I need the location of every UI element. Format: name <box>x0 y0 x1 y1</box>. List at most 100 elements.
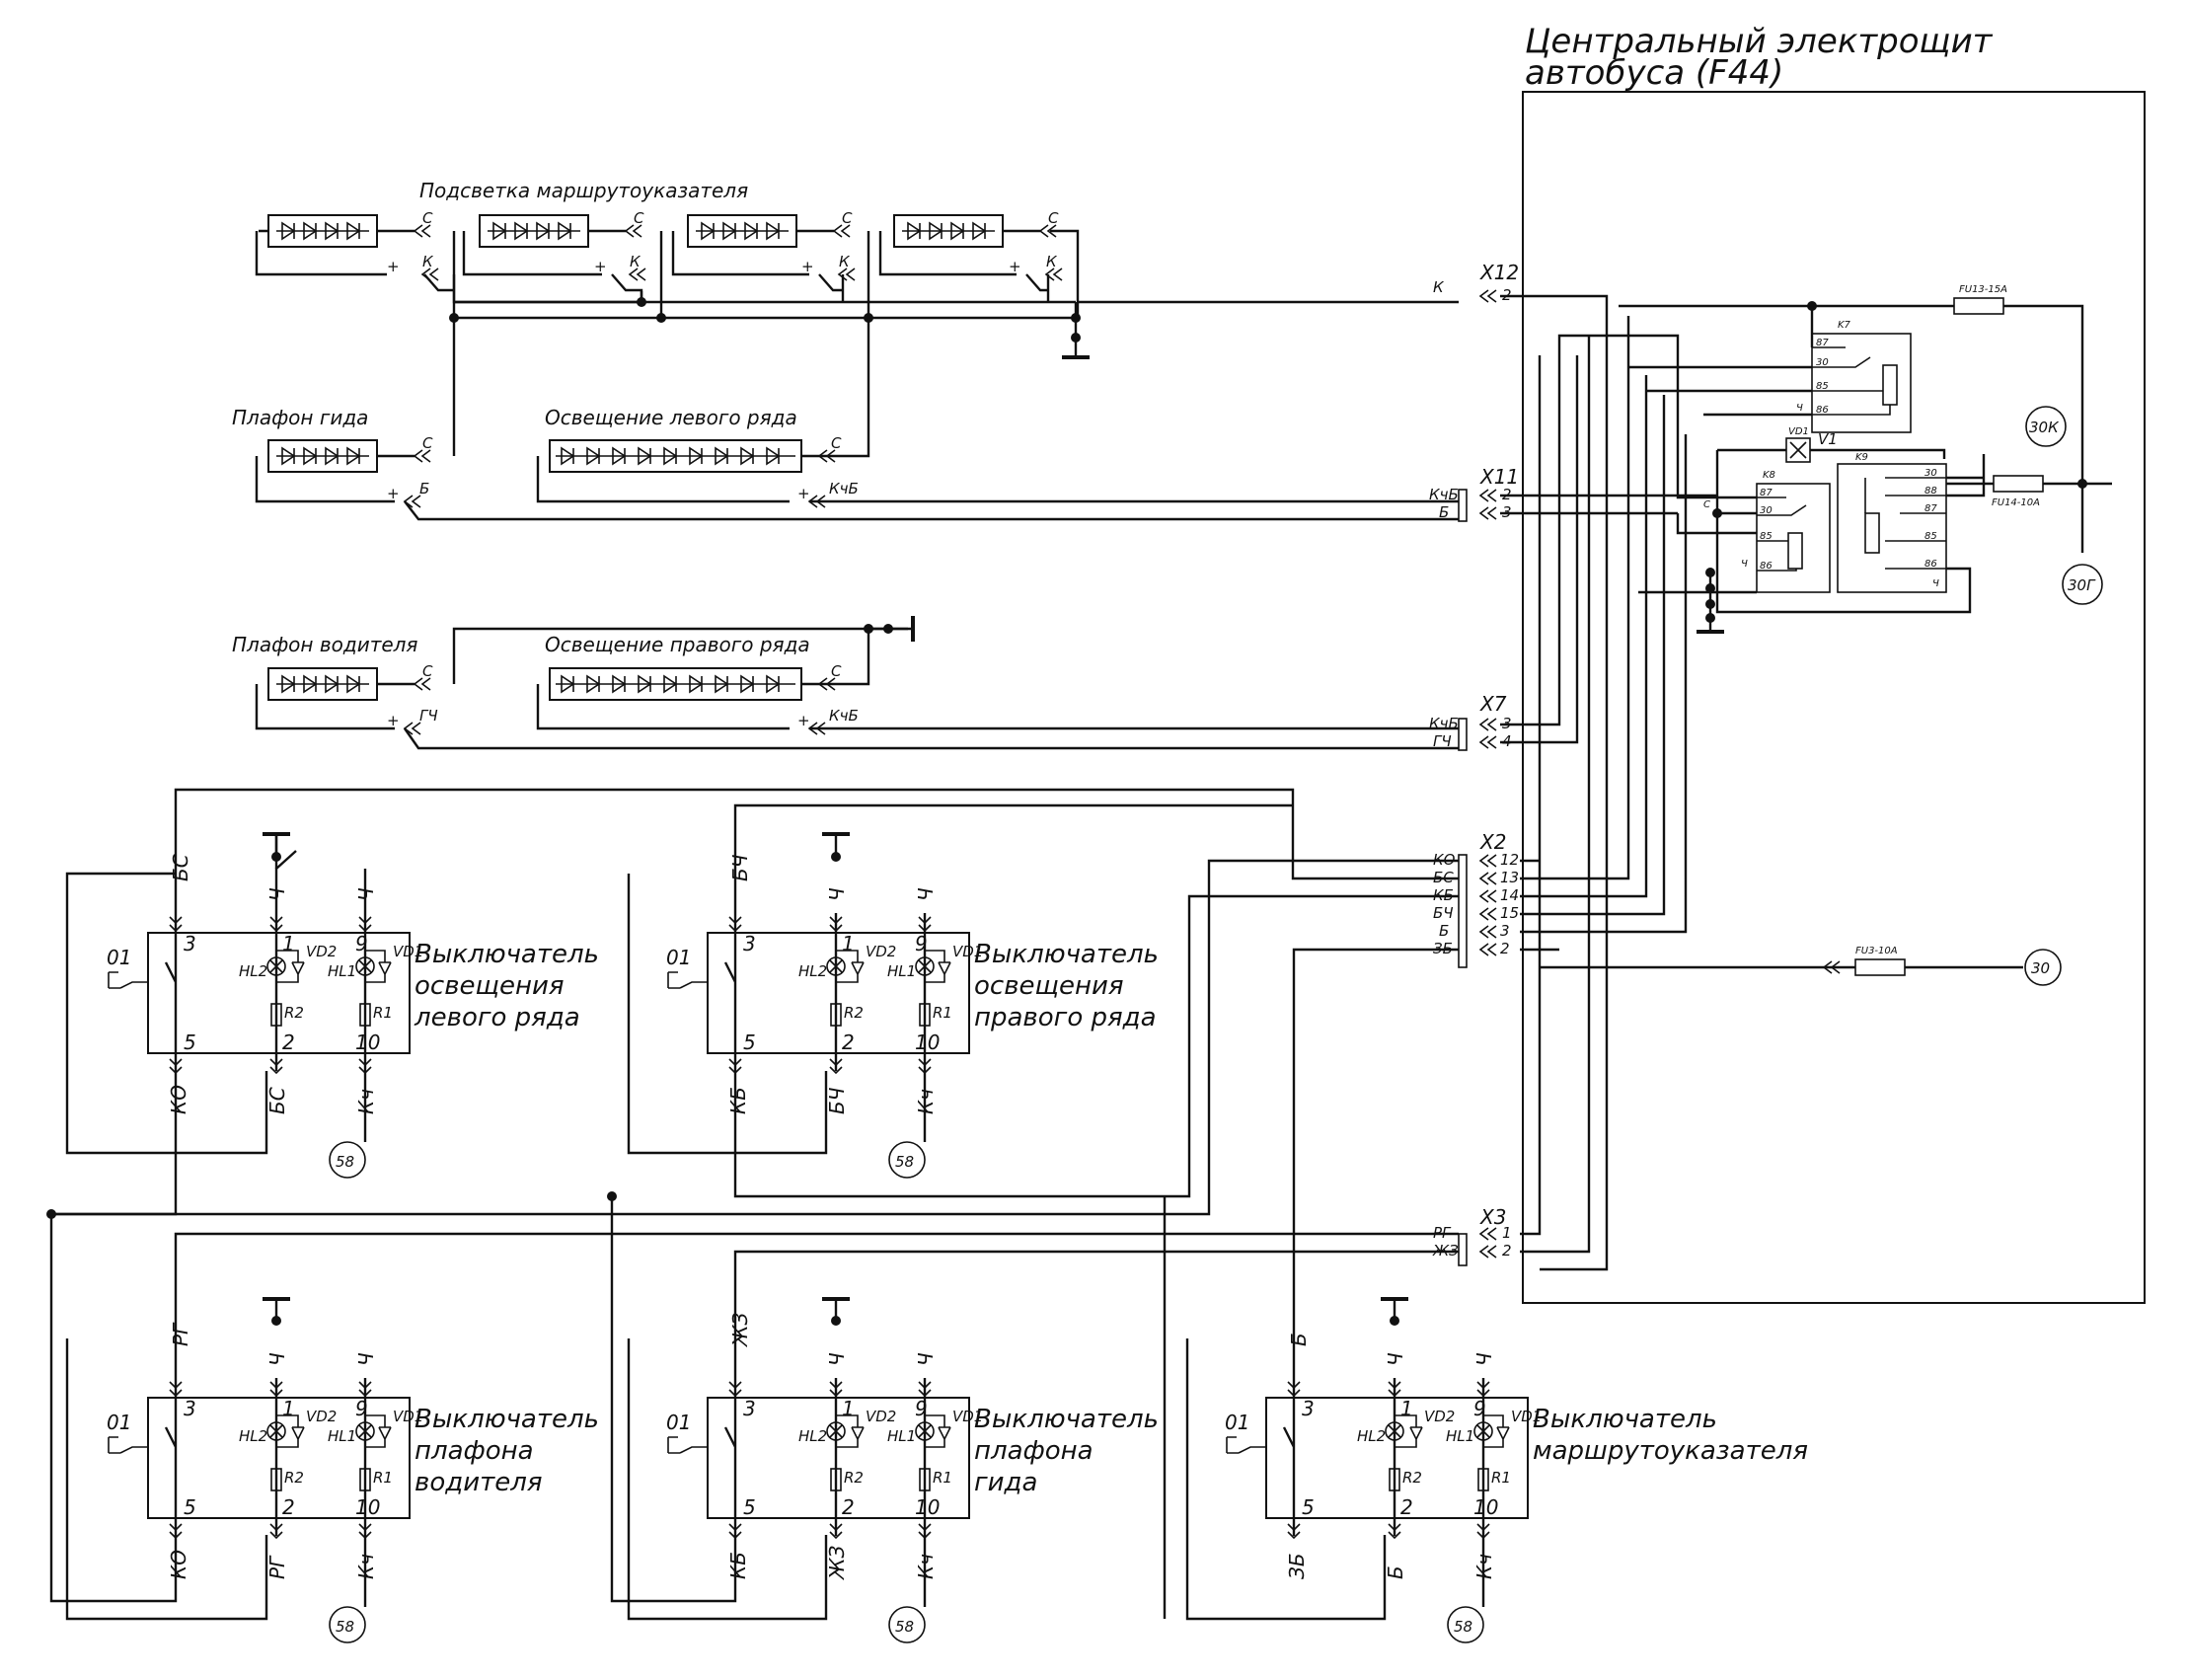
driver-lamp <box>267 667 378 701</box>
guide-lamp-title: Плафон гида <box>232 406 368 429</box>
switch-3-terminal-58: 58 <box>336 1618 354 1636</box>
x11-name: X11 <box>1479 465 1519 489</box>
switch-2-pin-1: 1 <box>842 932 855 955</box>
switch-4-terminal-58-ring <box>888 1606 926 1643</box>
switch-1-pin-10: 10 <box>355 1031 380 1054</box>
switch-1-hl2: HL2 <box>239 962 267 980</box>
fuse-fu13: FU13-15А <box>1959 284 2007 295</box>
switch-5-wire-ch-1: Ч <box>1384 1352 1407 1366</box>
switch-4-pin-1: 1 <box>842 1397 855 1420</box>
switch-1-r2: R2 <box>284 1004 304 1022</box>
switch-1-vd1: VD1 <box>393 943 423 960</box>
plus-3: + <box>801 258 814 275</box>
switch-5-title-1: Выключатель <box>1533 1405 1717 1434</box>
switch-2-title-3: правого ряда <box>974 1003 1157 1032</box>
switch-1-terminal-58-ring <box>329 1141 366 1179</box>
switch-3-pin-9: 9 <box>355 1397 368 1420</box>
x2-wire-5: Б <box>1439 922 1449 940</box>
switch-4-pin-5: 5 <box>743 1495 756 1519</box>
switch-5-vd2: VD2 <box>1424 1408 1455 1425</box>
switch-2-terminal-58-ring <box>888 1141 926 1179</box>
switch-5-pin-3: 3 <box>1302 1397 1315 1420</box>
switch-2-r2: R2 <box>844 1004 864 1022</box>
switch-left-row: Выключатель освещения левого ряда <box>107 911 599 1075</box>
route-lamp-2 <box>479 214 589 248</box>
x7-name: X7 <box>1479 692 1507 716</box>
relay-k7: K7 <box>1838 320 1851 331</box>
right-row-lamp <box>549 667 802 701</box>
plus-2: + <box>594 258 607 275</box>
switch-2-wire-bottom-left: КБ <box>726 1087 750 1114</box>
switch-2-terminal-58: 58 <box>895 1153 914 1171</box>
wire-k-2: К <box>630 253 641 270</box>
left-row-title: Освещение левого ряда <box>545 406 797 429</box>
switch-3-r1: R1 <box>373 1469 393 1487</box>
k8-pin-86: 86 <box>1760 561 1773 572</box>
switch-5-ground-tag: 01 <box>1225 1411 1249 1434</box>
switch-3-ground-tag: 01 <box>107 1411 131 1434</box>
k9-wire-ch: Ч <box>1932 578 1939 589</box>
left-row-lamp <box>549 439 802 473</box>
switch-2-r1: R1 <box>933 1004 952 1022</box>
switch-2-title-2: освещения <box>974 971 1124 1001</box>
x7-wire-2: ГЧ <box>1433 732 1452 750</box>
k8-pin-87: 87 <box>1760 488 1773 498</box>
switch-4-hl1: HL1 <box>887 1427 916 1445</box>
x2-pin-1: 12 <box>1500 851 1519 869</box>
route-indicator-title: Подсветка маршрутоуказателя <box>419 179 748 202</box>
connector-x7: X7 КчБ ГЧ 3 4 <box>1429 334 1621 751</box>
terminal-30g: 30Г <box>2068 576 2096 594</box>
switch-3-pin-5: 5 <box>184 1495 196 1519</box>
x2-pin-4: 15 <box>1500 904 1519 922</box>
wire-c-2: С <box>634 209 644 227</box>
k8-wire-ch: Ч <box>1741 559 1748 570</box>
x12-wire: К <box>1433 278 1445 296</box>
route-indicator-lamps: С С С С К К К К + + + + <box>255 209 1092 359</box>
switch-3-hl2: HL2 <box>239 1427 267 1445</box>
switch-5-pin-9: 9 <box>1473 1397 1486 1420</box>
switch-5-wire-ch-2: Ч <box>1472 1352 1496 1366</box>
switch-3-pin-1: 1 <box>282 1397 295 1420</box>
switch-2-hl1: HL1 <box>887 962 916 980</box>
k8-wire-s: С <box>1703 499 1710 510</box>
wire-k-4: К <box>1046 253 1058 270</box>
switch-2-title-1: Выключатель <box>974 940 1159 969</box>
switch-5-r2: R2 <box>1402 1469 1422 1487</box>
wire-c-4: С <box>1048 209 1059 227</box>
switch-5-title-2: маршрутоуказателя <box>1533 1436 1808 1466</box>
k8-pin-85: 85 <box>1760 531 1773 542</box>
switch-3-title-2: плафона <box>415 1436 534 1466</box>
switch-4-wire-top: ЖЗ <box>728 1312 752 1348</box>
switch-1-r1: R1 <box>373 1004 393 1022</box>
x3-pin-1: 1 <box>1502 1224 1512 1242</box>
switch-4-r1: R1 <box>933 1469 952 1487</box>
switch-2-wire-top: БЧ <box>728 854 752 881</box>
k9-pin-87: 87 <box>1924 503 1937 514</box>
driver-wire-c: С <box>422 662 433 680</box>
x2-pin-3: 14 <box>1500 886 1519 904</box>
switch-4-terminal-58: 58 <box>895 1618 914 1636</box>
switch-4-title-3: гида <box>974 1468 1037 1497</box>
switch-4-wire-ch-1: Ч <box>825 1352 849 1366</box>
switch-2-wire-bottom-mid: БЧ <box>825 1087 849 1114</box>
switch-1-pin-1: 1 <box>282 932 295 955</box>
k7-pin-87: 87 <box>1816 338 1829 348</box>
driver-lamp-title: Плафон водителя <box>232 633 417 656</box>
guide-plus: + <box>387 485 400 502</box>
switch-route-indicator: Выключатель маршрутоуказателя <box>1225 1376 1808 1540</box>
right-wire-kchb: КчБ <box>829 707 859 725</box>
wire-c-3: С <box>842 209 853 227</box>
switch-2-hl2: HL2 <box>798 962 827 980</box>
switch-5-wire-top: Б <box>1287 1333 1311 1346</box>
left-plus: + <box>797 485 810 502</box>
x2-pin-2: 13 <box>1500 869 1519 886</box>
switch-5-r1: R1 <box>1491 1469 1511 1487</box>
switch-3-title-1: Выключатель <box>415 1405 599 1434</box>
switch-4-vd1: VD1 <box>952 1408 983 1425</box>
relay-k9: K9 <box>1855 452 1868 463</box>
switch-4-pin-3: 3 <box>743 1397 756 1420</box>
x11-wire-1: КчБ <box>1429 486 1459 503</box>
switch-1-ground-tag: 01 <box>107 946 131 969</box>
